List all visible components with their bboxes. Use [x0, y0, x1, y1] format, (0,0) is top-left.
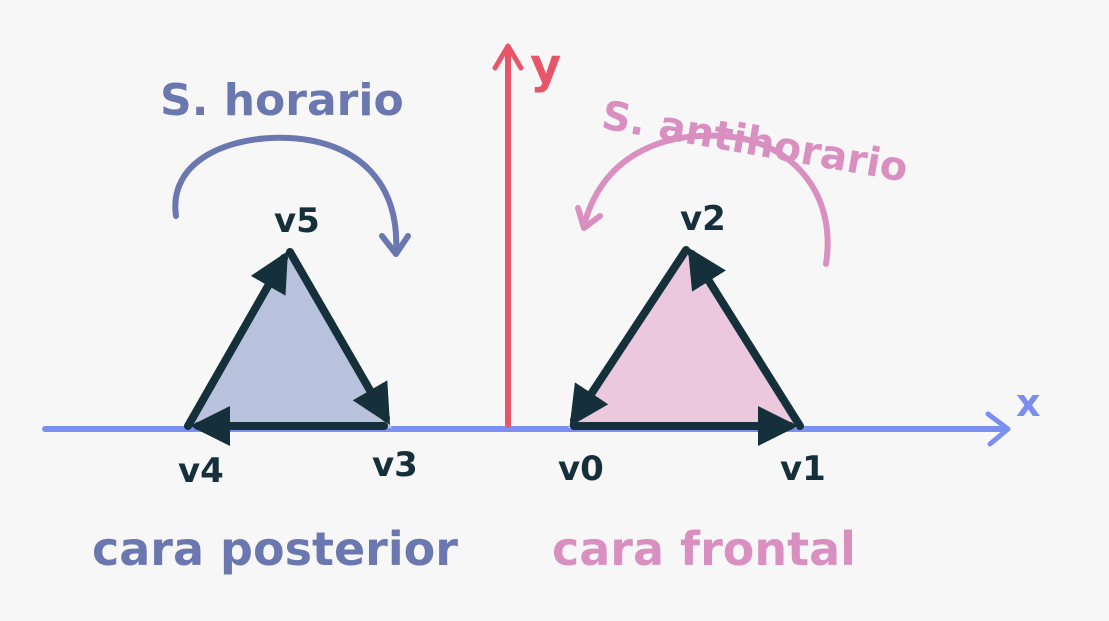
vertex-label-v2: v2 [680, 199, 726, 239]
y-axis-label: y [530, 38, 561, 94]
vertex-label-v3: v3 [372, 445, 418, 485]
vertex-label-v1: v1 [780, 449, 826, 489]
vertex-label-v4: v4 [178, 451, 224, 491]
front-face-triangle [568, 246, 804, 446]
x-axis-label: x [1016, 381, 1041, 425]
back-face-caption: cara posterior [92, 522, 458, 576]
clockwise-rotation-arrow [172, 134, 411, 257]
back-face-triangle [184, 248, 392, 446]
vertex-label-v5: v5 [274, 201, 320, 241]
y-axis [492, 43, 524, 428]
clockwise-label: S. horario [160, 75, 404, 126]
counterclockwise-label: S. antihorario [598, 93, 911, 192]
vertex-label-v0: v0 [558, 449, 604, 489]
counterclockwise-rotation-arrow [575, 132, 831, 267]
front-face-caption: cara frontal [552, 522, 856, 576]
